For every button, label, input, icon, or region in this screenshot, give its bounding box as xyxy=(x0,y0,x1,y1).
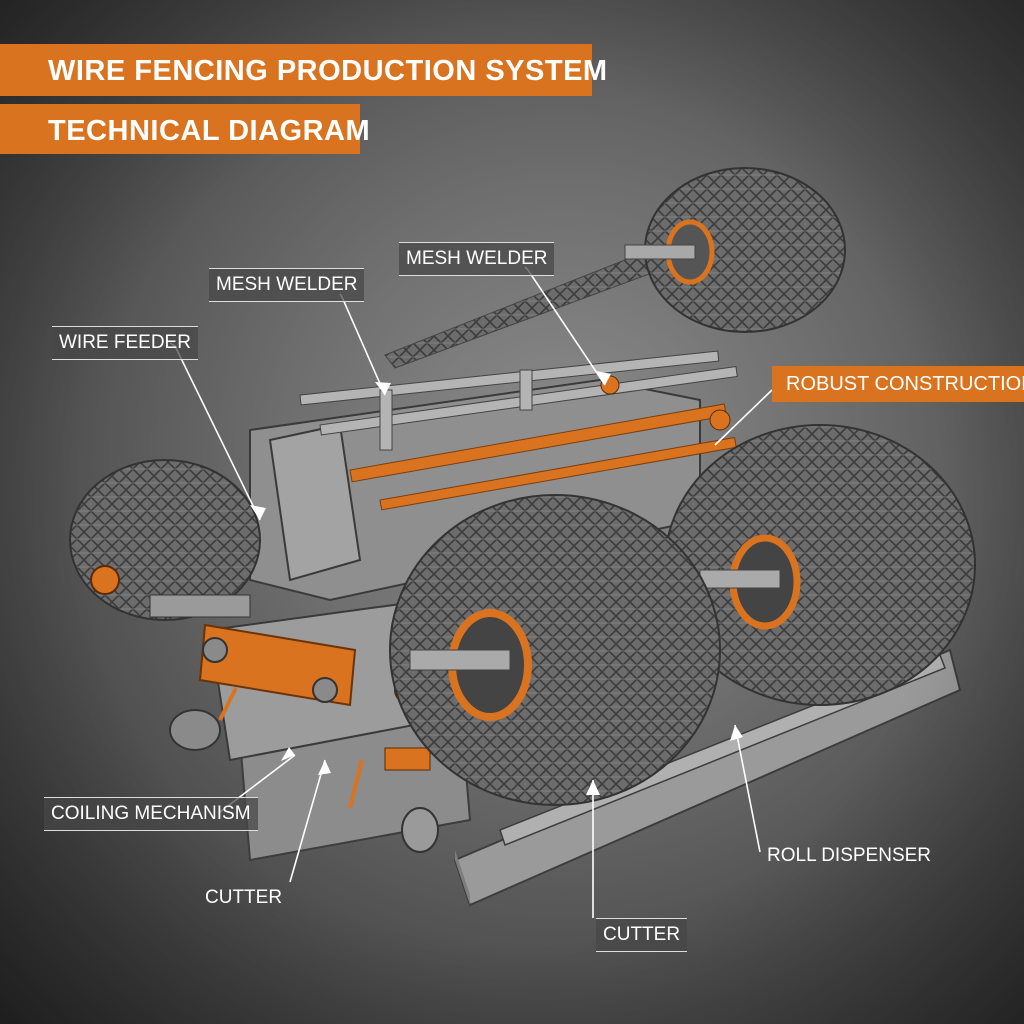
label-cutter-center: CUTTER xyxy=(596,918,688,952)
label-coiling-mechanism: COILING MECHANISM xyxy=(44,797,258,831)
label-mesh-welder-right: MESH WELDER xyxy=(399,242,555,276)
label-robust-construction: ROBUST CONSTRUCTION xyxy=(772,366,1024,402)
label-roll-dispenser: ROLL DISPENSER xyxy=(767,845,932,866)
label-cutter-left: CUTTER xyxy=(205,887,283,908)
page-title: WIRE FENCING PRODUCTION SYSTEM xyxy=(0,44,607,96)
label-mesh-welder-left: MESH WELDER xyxy=(209,268,365,302)
label-wire-feeder: WIRE FEEDER xyxy=(52,326,198,360)
page-subtitle: TECHNICAL DIAGRAM xyxy=(0,104,370,154)
